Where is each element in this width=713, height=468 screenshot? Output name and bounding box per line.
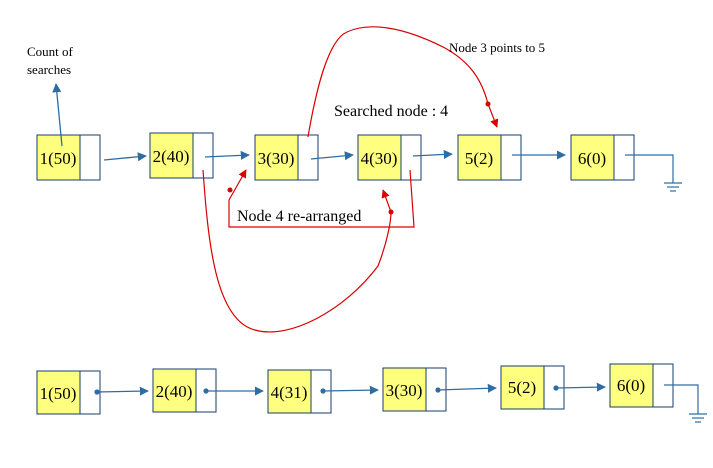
top-node-1-label: 1(50)	[40, 149, 77, 168]
bottom-ground-icon	[664, 384, 707, 423]
bottom-node-1: 1(50)	[36, 370, 101, 415]
top-arrow-1-2	[103, 152, 147, 162]
top-node-1: 1(50)	[36, 134, 101, 181]
bottom-node-6: 6(0)	[609, 363, 674, 408]
node2-to-node4-swoop	[202, 169, 392, 333]
red-annotations	[202, 26, 499, 333]
bottom-arrow-1-2	[96, 386, 149, 396]
top-node-4-label: 4(30)	[361, 149, 398, 168]
top-node-6-label: 6(0)	[578, 149, 606, 168]
node4-rearranged-dot-left	[227, 187, 233, 193]
count-of-label: Count of	[27, 44, 74, 59]
node4-rearranged-bracket	[228, 169, 415, 228]
top-node-2: 2(40)	[149, 132, 214, 179]
top-arrow-3-4	[310, 151, 354, 161]
searches-label: searches	[27, 62, 71, 77]
bottom-arrow-3-5	[437, 383, 497, 393]
count-arrow	[52, 83, 63, 147]
top-node-2-label: 2(40)	[153, 147, 190, 166]
bottom-arrow-4-3	[322, 385, 379, 395]
top-node-4: 4(30)	[357, 134, 422, 181]
bottom-node-5-label: 5(2)	[508, 378, 536, 397]
bottom-node-6-label: 6(0)	[617, 376, 645, 395]
bottom-node-1-label: 1(50)	[40, 384, 77, 403]
top-node-3-label: 3(30)	[258, 149, 295, 168]
node3-to-node5-curve	[307, 26, 499, 138]
top-node-3: 3(30)	[254, 134, 319, 181]
top-node-5: 5(2)	[457, 134, 522, 181]
node3-points-label: Node 3 points to 5	[449, 40, 545, 55]
top-arrow-4-5	[412, 149, 453, 159]
bottom-pointers	[94, 382, 606, 396]
searched-node-label: Searched node : 4	[334, 103, 448, 120]
bottom-arrow-5-6	[555, 382, 606, 392]
bottom-node-2-label: 2(40)	[156, 382, 193, 401]
bottom-node-3-label: 3(30)	[386, 381, 423, 400]
top-arrow-2-3	[204, 150, 250, 160]
top-node-6: 6(0)	[570, 134, 635, 181]
bottom-list: 1(50) 2(40) 4(31) 3(30) 5(2)	[36, 363, 707, 423]
node3-to-node5-dot	[485, 101, 491, 107]
bottom-node-5: 5(2)	[500, 365, 565, 410]
node2-to-node4-dot	[388, 209, 394, 215]
node4-rearranged-label: Node 4 re-arranged	[237, 208, 361, 225]
top-ground-icon	[625, 154, 682, 192]
bottom-node-4: 4(31)	[267, 369, 332, 414]
top-list: 1(50) 2(40) 3(30) 4(30) 5(2)	[36, 83, 682, 192]
bottom-node-4-label: 4(31)	[271, 383, 308, 402]
top-node-5-label: 5(2)	[465, 149, 493, 168]
